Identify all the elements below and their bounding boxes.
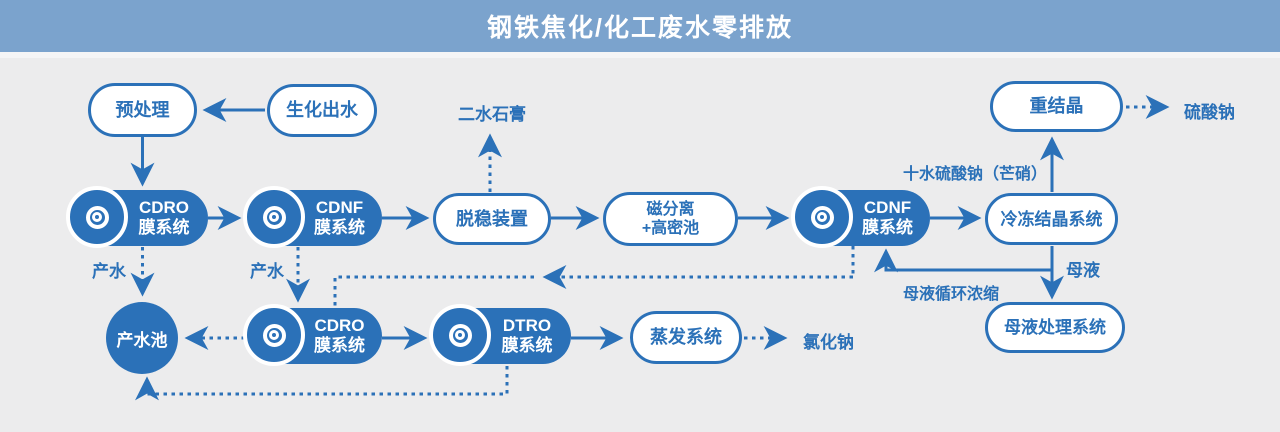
node-label: 蒸发系统 [650, 327, 722, 347]
node-sublabel: 膜系统 [862, 218, 913, 237]
membrane-disc-icon [791, 186, 853, 248]
title-banner: 钢铁焦化/化工废水零排放 [0, 0, 1280, 52]
node-evaporation[interactable]: 蒸发系统 [630, 311, 742, 364]
node-label: 脱稳装置 [456, 208, 528, 229]
node-sublabel: 膜系统 [501, 336, 553, 355]
connector-mother-liquor-recycle [874, 248, 1052, 273]
node-recrystallization[interactable]: 重结晶 [990, 81, 1123, 132]
node-sublabel: 膜系统 [314, 336, 365, 355]
connector-return-left-segment [333, 275, 534, 306]
membrane-disc-icon [429, 304, 491, 366]
membrane-disc-icon [243, 304, 305, 366]
node-sublabel: 膜系统 [138, 218, 190, 237]
node-pretreatment[interactable]: 预处理 [88, 83, 197, 137]
node-product-water-pool[interactable]: 产水池 [106, 302, 178, 374]
membrane-disc-icon [243, 186, 305, 248]
node-label: 预处理 [115, 99, 170, 120]
label-mother-liquor: 母液 [1066, 261, 1100, 280]
membrane-disc-icon [66, 186, 128, 248]
node-mother-liquor-treatment[interactable]: 母液处理系统 [985, 302, 1125, 353]
node-freeze-crystallization[interactable]: 冷冻结晶系统 [985, 193, 1118, 245]
label-product-water-mid: 产水 [250, 262, 284, 281]
label-gypsum: 二水石膏 [458, 105, 526, 124]
node-magnetic-separation[interactable]: 磁分离 +高密池 [603, 192, 738, 246]
node-label: CDNF [863, 198, 912, 217]
node-label: DTRO [502, 316, 552, 335]
node-label: 冷冻结晶系统 [1000, 209, 1103, 229]
label-glauber-salt: 十水硫酸钠（芒硝） [903, 166, 1048, 183]
label-mother-liquor-recycle: 母液循环浓缩 [903, 286, 1000, 303]
node-label: 生化出水 [286, 100, 358, 120]
node-label: CDRO [138, 198, 190, 217]
connector-dtro-return-to-pool [135, 366, 509, 401]
node-label: CDRO [314, 316, 365, 335]
node-label: 母液处理系统 [1004, 318, 1106, 337]
node-label: CDNF [315, 198, 364, 217]
node-label: 磁分离 [646, 201, 695, 218]
node-destabilizer[interactable]: 脱稳装置 [433, 193, 551, 245]
node-label: 重结晶 [1029, 96, 1084, 116]
node-label: 产水池 [116, 330, 168, 350]
label-sodium-sulfate: 硫酸钠 [1184, 103, 1235, 122]
node-bio-effluent[interactable]: 生化出水 [267, 84, 377, 137]
label-sodium-chloride: 氯化钠 [803, 333, 854, 352]
page-title: 钢铁焦化/化工废水零排放 [487, 14, 793, 42]
node-sublabel: +高密池 [641, 220, 700, 237]
node-sublabel: 膜系统 [314, 218, 365, 237]
banner-divider [0, 52, 1280, 58]
label-product-water-left: 产水 [92, 262, 126, 281]
